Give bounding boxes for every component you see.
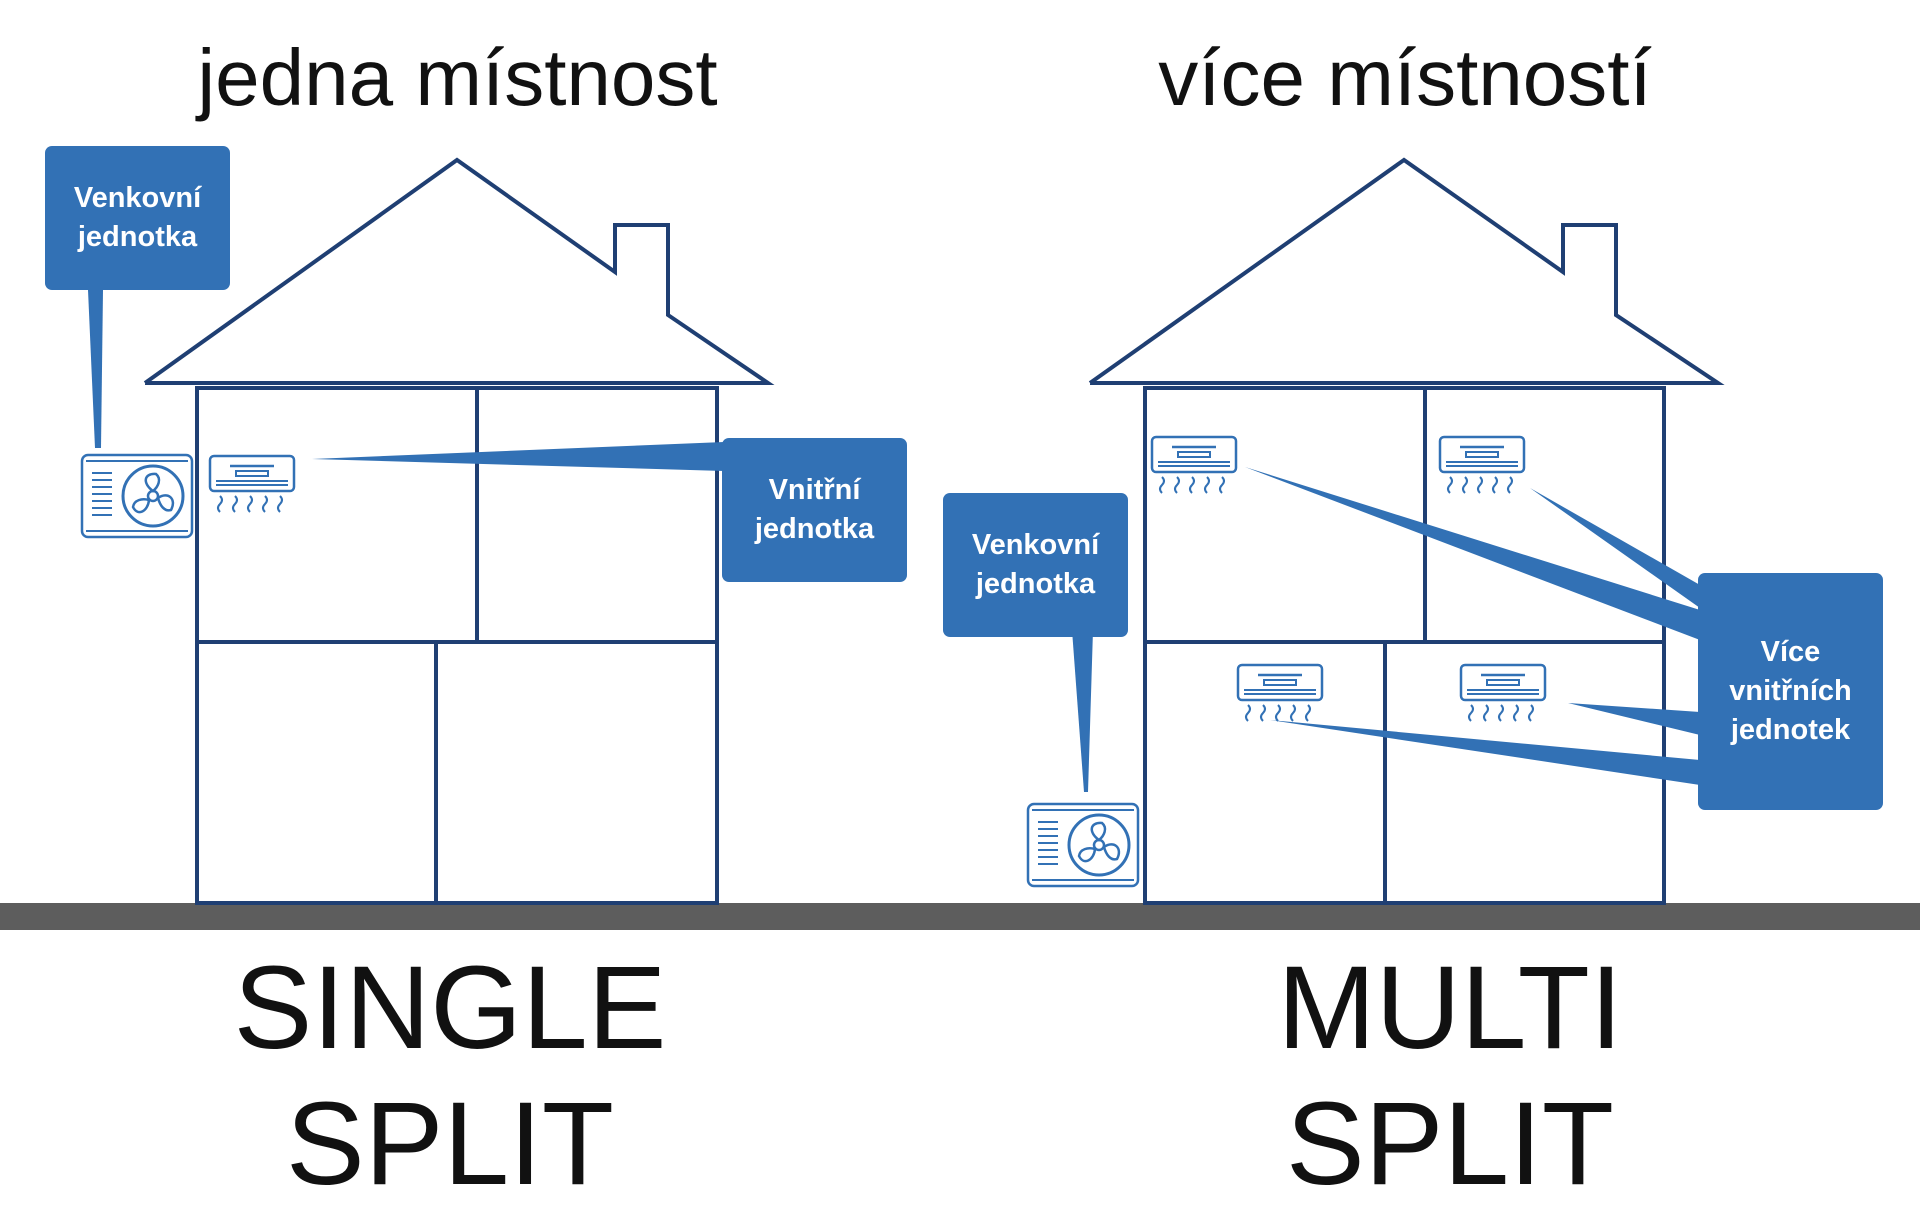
- indoor-unit-icon: [1438, 435, 1526, 495]
- callout-line: jednotka: [975, 568, 1096, 600]
- multi-split-house: [1088, 157, 1725, 905]
- multi-split-title: MULTI SPLIT: [1277, 942, 1623, 1210]
- single-outdoor-callout: Venkovní jednotka: [45, 146, 230, 290]
- ground-line: [0, 903, 1920, 930]
- multi-indoor-callout: Více vnitřních jednotek: [1698, 573, 1883, 810]
- indoor-unit-icon: [208, 454, 296, 514]
- multi-heading: více místností: [1158, 33, 1652, 122]
- diagram-canvas: [0, 157, 1920, 930]
- multi-outdoor-callout: Venkovní jednotka: [943, 493, 1128, 637]
- indoor-unit-icon: [1150, 435, 1238, 495]
- callout-line: jednotka: [754, 513, 875, 545]
- single-split-house: [143, 157, 775, 905]
- single-split-title: SINGLE SPLIT: [233, 942, 667, 1210]
- outdoor-unit-icon: [80, 453, 194, 539]
- multi-indoor-pointer-4: [1568, 703, 1700, 735]
- callout-line: vnitřních: [1729, 675, 1852, 707]
- single-heading: jedna místnost: [197, 33, 718, 122]
- callout-line: Venkovní: [971, 529, 1100, 561]
- outdoor-callout-pointer: [88, 290, 103, 448]
- multi-outdoor-callout-pointer: [1072, 630, 1093, 792]
- outdoor-unit-icon: [1026, 802, 1140, 888]
- multi-indoor-pointer-2: [1530, 488, 1700, 608]
- callout-line: Vnitřní: [768, 474, 861, 506]
- multi-indoor-pointer-3: [1270, 720, 1700, 785]
- multi-indoor-pointer-1: [1245, 467, 1700, 640]
- indoor-unit-icon: [1459, 663, 1547, 723]
- indoor-callout-pointer: [312, 442, 724, 471]
- callout-line: jednotka: [77, 221, 198, 253]
- callout-line: Více: [1760, 636, 1821, 668]
- callout-line: Venkovní: [73, 182, 202, 214]
- callout-line: jednotek: [1730, 714, 1851, 746]
- indoor-unit-icon: [1236, 663, 1324, 723]
- single-indoor-callout: Vnitřní jednotka: [722, 438, 907, 582]
